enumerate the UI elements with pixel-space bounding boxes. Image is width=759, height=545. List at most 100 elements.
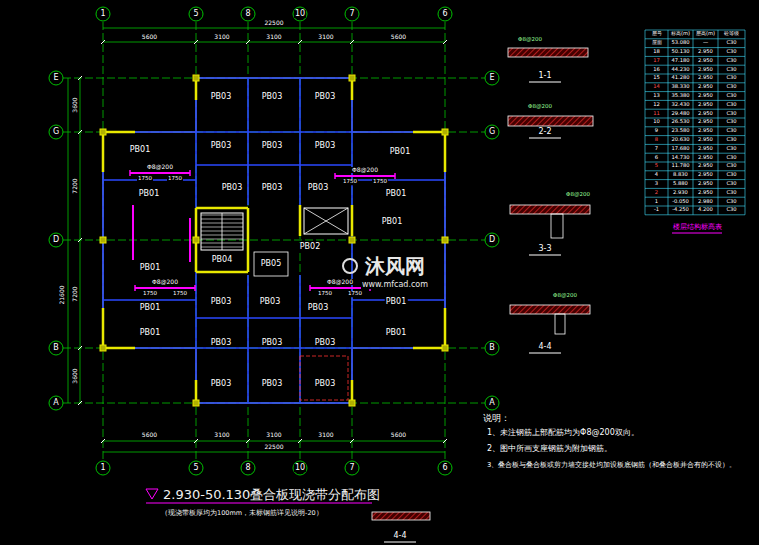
dimension-tick — [194, 439, 198, 443]
watermark-logo — [343, 259, 357, 273]
axis-line — [63, 240, 485, 241]
table-cell: C30 — [725, 129, 737, 134]
watermark: 沐风网 — [364, 256, 426, 276]
axis-bubble — [485, 233, 499, 247]
table-cell: C30 — [725, 93, 737, 98]
column-square — [193, 75, 199, 81]
table-cell: 17.680 — [670, 146, 690, 151]
panel-label: PB03 — [314, 142, 337, 150]
panel-label: PB03 — [314, 380, 337, 388]
elevator-cross — [304, 208, 348, 234]
rebar-end — [189, 170, 191, 176]
dimension-line — [103, 28, 445, 29]
table-rule — [645, 214, 745, 215]
wall-line — [351, 205, 354, 236]
axis-number: 10 — [294, 464, 306, 472]
table-rule — [645, 82, 745, 83]
table-rule — [645, 162, 745, 163]
table-rule — [645, 170, 745, 171]
table-cell: 屋面 — [651, 41, 663, 46]
dimension-text: 5600 — [390, 34, 407, 40]
rebar-line — [189, 218, 191, 262]
axis-number: 6 — [441, 464, 448, 472]
panel-label: PB03 — [307, 184, 330, 192]
axis-number: 5 — [192, 464, 199, 472]
panel-label: PB03 — [261, 380, 284, 388]
rebar-length: 1750 — [372, 179, 388, 185]
table-cell: 2.950 — [697, 173, 714, 178]
axis-line — [63, 403, 485, 404]
dimension-tick — [298, 40, 302, 44]
beam-line — [196, 317, 352, 319]
table-cell: 层高(m) — [695, 32, 716, 37]
rebar-end — [394, 173, 396, 179]
axis-number: B — [488, 344, 496, 352]
beam-line — [103, 131, 445, 133]
panel-label: PB03 — [210, 339, 233, 347]
axis-bubble — [96, 461, 110, 475]
axis-number: E — [52, 74, 59, 82]
column-square — [193, 237, 199, 243]
wall-line — [413, 131, 445, 134]
section-beam — [551, 214, 563, 238]
axis-number: 7 — [348, 464, 355, 472]
beam-line — [352, 179, 445, 181]
axis-number: 8 — [244, 10, 251, 18]
axis-bubble — [345, 461, 359, 475]
axis-number: 6 — [441, 10, 448, 18]
dimension-text: 3100 — [317, 432, 334, 438]
panel-label: PB03 — [259, 298, 282, 306]
table-cell: C30 — [725, 181, 737, 186]
section-title: 3-3 — [537, 245, 552, 253]
rebar-callout: Φ8@200 — [326, 279, 354, 285]
beam-line — [196, 402, 352, 404]
table-rule — [645, 197, 745, 198]
column-square — [349, 237, 355, 243]
panel-label: PB03 — [210, 142, 233, 150]
axis-bubble — [485, 341, 499, 355]
dimension-tick — [78, 130, 82, 134]
dimension-line — [68, 78, 69, 403]
column-square — [100, 345, 106, 351]
table-cell: 6 — [654, 155, 659, 160]
panel-label: PB01 — [385, 329, 408, 337]
dimension-line — [103, 42, 445, 43]
note-text: 1、未注钢筋上部配筋均为Φ8@200双向。 — [486, 429, 640, 437]
table-cell: C30 — [725, 41, 737, 46]
axis-line — [248, 22, 249, 460]
table-cell: 47.180 — [670, 58, 690, 63]
section-slab — [510, 205, 590, 214]
stair-outline — [201, 213, 243, 250]
table-cell: 11.780 — [670, 164, 690, 169]
table-cell: C30 — [725, 67, 737, 72]
axis-bubble — [241, 461, 255, 475]
axis-number: 5 — [192, 10, 199, 18]
wall-line — [103, 131, 135, 134]
panel-label: PB01 — [139, 264, 162, 272]
title-underline — [146, 502, 372, 503]
axis-bubble — [345, 7, 359, 21]
table-cell: 2.950 — [697, 49, 714, 54]
wall-line — [299, 205, 302, 236]
table-rule — [668, 30, 669, 215]
table-cell: 砼等级 — [723, 32, 740, 37]
table-cell: 11 — [652, 111, 661, 116]
beam-line — [299, 78, 301, 205]
dimension-line — [103, 452, 445, 453]
axis-bubble — [485, 125, 499, 139]
table-cell: C30 — [725, 146, 737, 151]
table-cell: 2.950 — [697, 146, 714, 151]
dimension-text: 3100 — [265, 432, 282, 438]
table-cell: C30 — [725, 58, 737, 63]
rebar-callout: Φ8@200 — [552, 293, 578, 299]
table-cell: 35.380 — [670, 93, 690, 98]
rebar-line — [335, 175, 395, 177]
table-rule — [645, 100, 745, 101]
column-square — [442, 345, 448, 351]
table-cell: -0.050 — [671, 199, 690, 204]
panel-label: PB03 — [210, 380, 233, 388]
table-rule — [645, 118, 745, 119]
section-title: 4-4 — [392, 532, 407, 540]
table-rule — [745, 30, 746, 215]
